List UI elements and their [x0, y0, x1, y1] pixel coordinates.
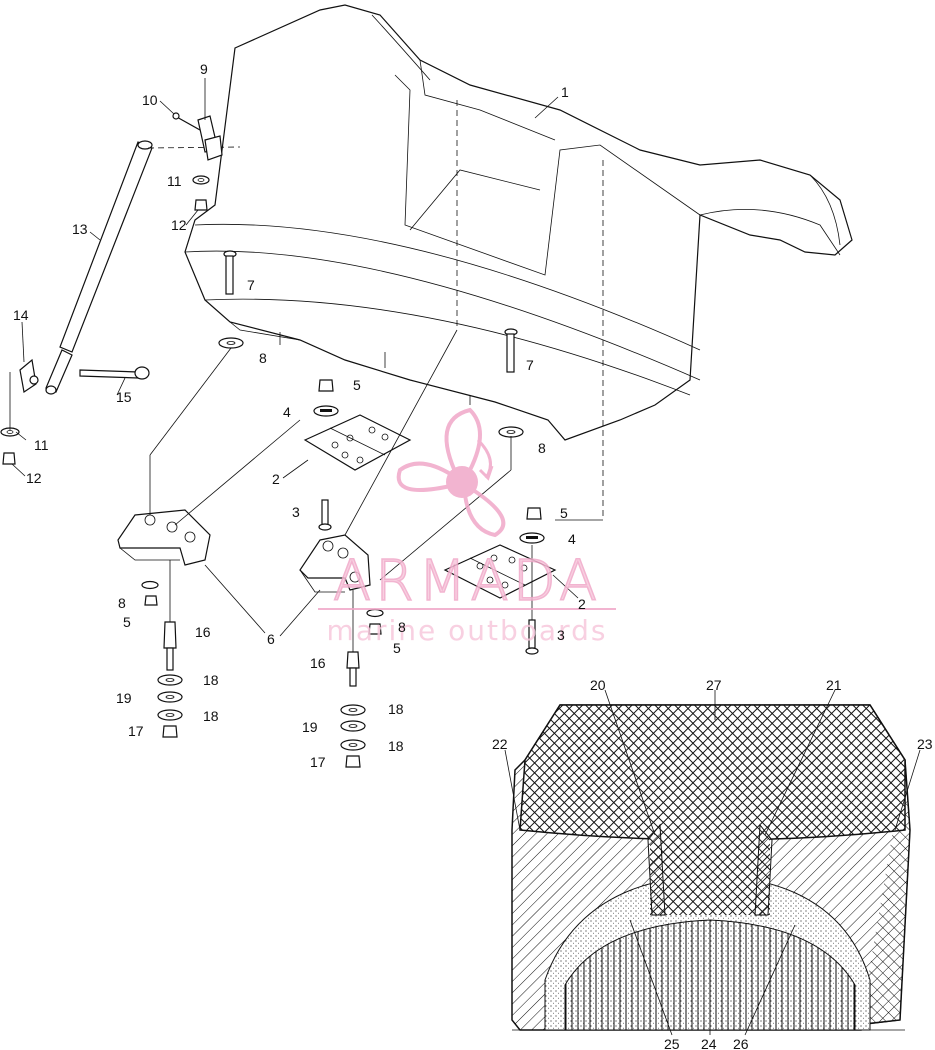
bolt-7-left	[223, 250, 237, 295]
callout-8: 8	[118, 595, 126, 611]
nut-17-right	[345, 755, 361, 768]
callout-19: 19	[302, 719, 318, 735]
bushing-19-right	[340, 720, 366, 732]
callout-23: 23	[917, 736, 933, 752]
callout-16: 16	[310, 655, 326, 671]
washer-4-upper	[313, 405, 339, 417]
section-leaders	[504, 689, 921, 1036]
callout-6: 6	[267, 631, 275, 647]
washer-18-right-bottom	[340, 739, 366, 751]
callout-13: 13	[72, 221, 88, 237]
callout-22: 22	[492, 736, 508, 752]
washer-18-left-bottom	[157, 709, 183, 721]
washer-8-c	[141, 580, 159, 590]
callout-18: 18	[203, 708, 219, 724]
callout-leaders	[11, 78, 579, 637]
nut-5-c	[144, 595, 158, 606]
stud-16-right	[346, 651, 360, 687]
nut-5-right	[526, 507, 542, 520]
callout-5: 5	[123, 614, 131, 630]
callout-5: 5	[353, 377, 361, 393]
bushing-19-left	[157, 691, 183, 703]
callout-17: 17	[310, 754, 326, 770]
propeller-logo-icon	[396, 407, 506, 538]
cowling-shell	[184, 4, 853, 520]
callout-7: 7	[247, 277, 255, 293]
callout-8: 8	[259, 350, 267, 366]
gas-strut	[45, 140, 241, 395]
callout-4: 4	[283, 404, 291, 420]
bolt-7-right	[504, 328, 518, 373]
cross-section-view	[511, 704, 911, 1031]
washer-8-b	[498, 426, 524, 438]
callout-labels: 1 9 10 11 12 13 7 14 8 7 5 15 4 8 11 12 …	[13, 61, 933, 1050]
nut-5-d	[368, 623, 382, 635]
callout-10: 10	[142, 92, 158, 108]
callout-8: 8	[398, 619, 406, 635]
callout-12: 12	[171, 217, 187, 233]
callout-20: 20	[590, 677, 606, 693]
callout-9: 9	[200, 61, 208, 77]
callout-14: 14	[13, 307, 29, 323]
callout-18: 18	[203, 672, 219, 688]
hinge-mount-right	[299, 534, 371, 593]
nut-17-left	[162, 725, 178, 738]
callout-24: 24	[701, 1036, 717, 1050]
upper-bracket	[172, 112, 223, 161]
washer-18-right-top	[340, 704, 366, 716]
callout-11: 11	[34, 437, 49, 453]
bolt-15	[79, 366, 150, 380]
callout-27: 27	[706, 677, 722, 693]
callout-1: 1	[561, 84, 569, 100]
washer-8-a	[218, 337, 244, 349]
callout-19: 19	[116, 690, 132, 706]
callout-2: 2	[272, 471, 280, 487]
armada-watermark: ARMADA marine outboards	[318, 407, 616, 647]
callout-4: 4	[568, 531, 576, 547]
brand-name: ARMADA	[333, 549, 601, 614]
callout-16: 16	[195, 624, 211, 640]
callout-3: 3	[292, 504, 300, 520]
hinge-plate-upper	[303, 414, 412, 471]
callout-25: 25	[664, 1036, 680, 1050]
washer-11-top	[192, 175, 210, 185]
callout-18: 18	[388, 701, 404, 717]
nut-5-upper	[318, 379, 334, 392]
callout-17: 17	[128, 723, 144, 739]
callout-3: 3	[557, 627, 565, 643]
callout-8: 8	[538, 440, 546, 456]
nut-12-bottom	[2, 452, 16, 465]
bolt-3-middle	[318, 499, 332, 531]
callout-15: 15	[116, 389, 132, 405]
callout-12: 12	[26, 470, 42, 486]
callout-2: 2	[578, 596, 586, 612]
hinge-mount-left	[117, 509, 211, 566]
washer-18-left-top	[157, 674, 183, 686]
callout-26: 26	[733, 1036, 749, 1050]
nut-12-top	[194, 199, 208, 211]
assembly-lines	[9, 329, 603, 652]
callout-11: 11	[167, 173, 182, 189]
hinge-plate-lower	[443, 544, 557, 599]
callout-18: 18	[388, 738, 404, 754]
callout-5: 5	[393, 640, 401, 656]
lower-bracket	[19, 358, 39, 394]
callout-5: 5	[560, 505, 568, 521]
callout-21: 21	[826, 677, 842, 693]
washer-11-bottom	[0, 427, 20, 437]
brand-tagline: marine outboards	[327, 614, 608, 647]
washer-4-right	[519, 532, 545, 544]
stud-16-left	[163, 621, 177, 671]
callout-7: 7	[526, 357, 534, 373]
